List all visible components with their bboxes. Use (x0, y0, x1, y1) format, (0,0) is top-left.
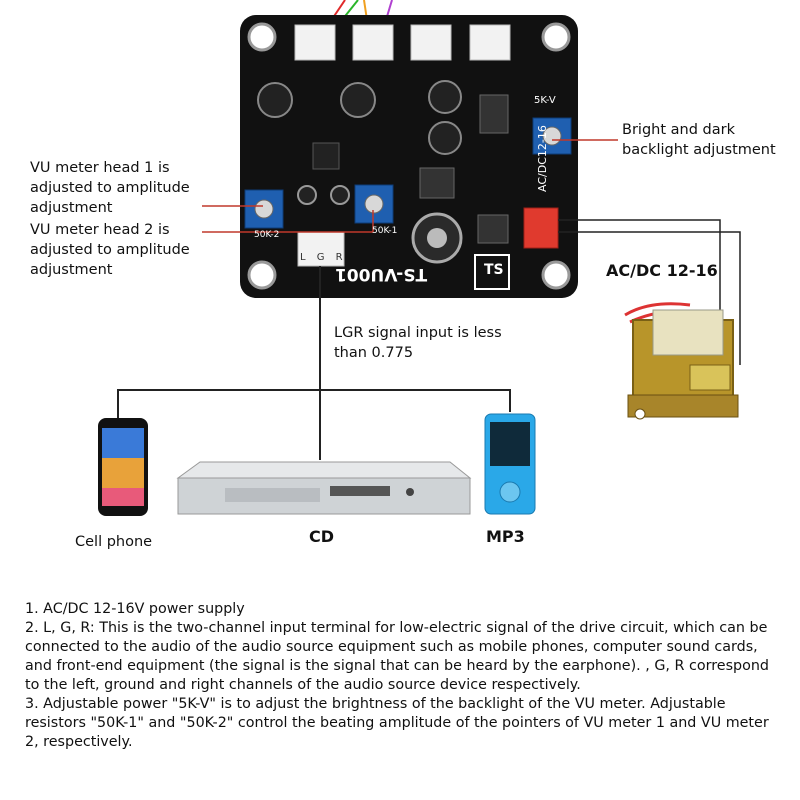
device-label-phone: Cell phone (75, 534, 153, 550)
callout-vu2-line2: adjusted to amplitude (30, 242, 190, 258)
callout-vu1-line2: adjusted to amplitude (30, 180, 190, 196)
callout-vu2: VU meter head 2 is adjusted to amplitude… (30, 220, 190, 280)
callout-signal: LGR signal input is less than 0.775 (334, 323, 502, 363)
cd-player-image (176, 461, 472, 515)
phone-image (98, 418, 148, 516)
device-label-cd: CD (309, 527, 335, 546)
callout-power: AC/DC 12-16 (606, 261, 718, 280)
pcb-board (240, 15, 578, 298)
callout-leaders (202, 139, 618, 233)
board-pot-50k2: 50K-2 (254, 230, 280, 240)
board-lgr-pins: L G R (300, 252, 347, 263)
note-1: 1. AC/DC 12-16V power supply (25, 601, 245, 617)
note-2: 2. L, G, R: This is the two-channel inpu… (25, 620, 769, 693)
notes-section: 1. AC/DC 12-16V power supply 2. L, G, R:… (25, 600, 785, 752)
board-pot-5k: 5K-V (534, 95, 556, 106)
callout-backlight-line2: backlight adjustment (622, 142, 776, 158)
callout-signal-line2: than 0.775 (334, 345, 414, 361)
mp3-image (484, 413, 536, 515)
callout-vu2-line1: VU meter head 2 is (30, 222, 170, 238)
callout-vu1-line1: VU meter head 1 is (30, 160, 170, 176)
callout-backlight-line1: Bright and dark (622, 122, 735, 138)
callout-backlight: Bright and dark backlight adjustment (622, 120, 776, 160)
transformer (624, 302, 739, 420)
board-title: TS-VU001 (335, 264, 428, 284)
callout-vu1: VU meter head 1 is adjusted to amplitude… (30, 158, 190, 218)
note-3: 3. Adjustable power "5K-V" is to adjust … (25, 696, 769, 750)
callout-signal-line1: LGR signal input is less (334, 325, 502, 341)
callout-vu2-line3: adjustment (30, 262, 113, 278)
board-power-label: AC/DC12-16 (536, 125, 549, 192)
signal-wires (117, 266, 511, 460)
board-logo-text: TS (484, 262, 504, 278)
device-label-mp3: MP3 (486, 527, 525, 546)
board-pot-50k1: 50K-1 (372, 226, 398, 236)
callout-vu1-line3: adjustment (30, 200, 113, 216)
